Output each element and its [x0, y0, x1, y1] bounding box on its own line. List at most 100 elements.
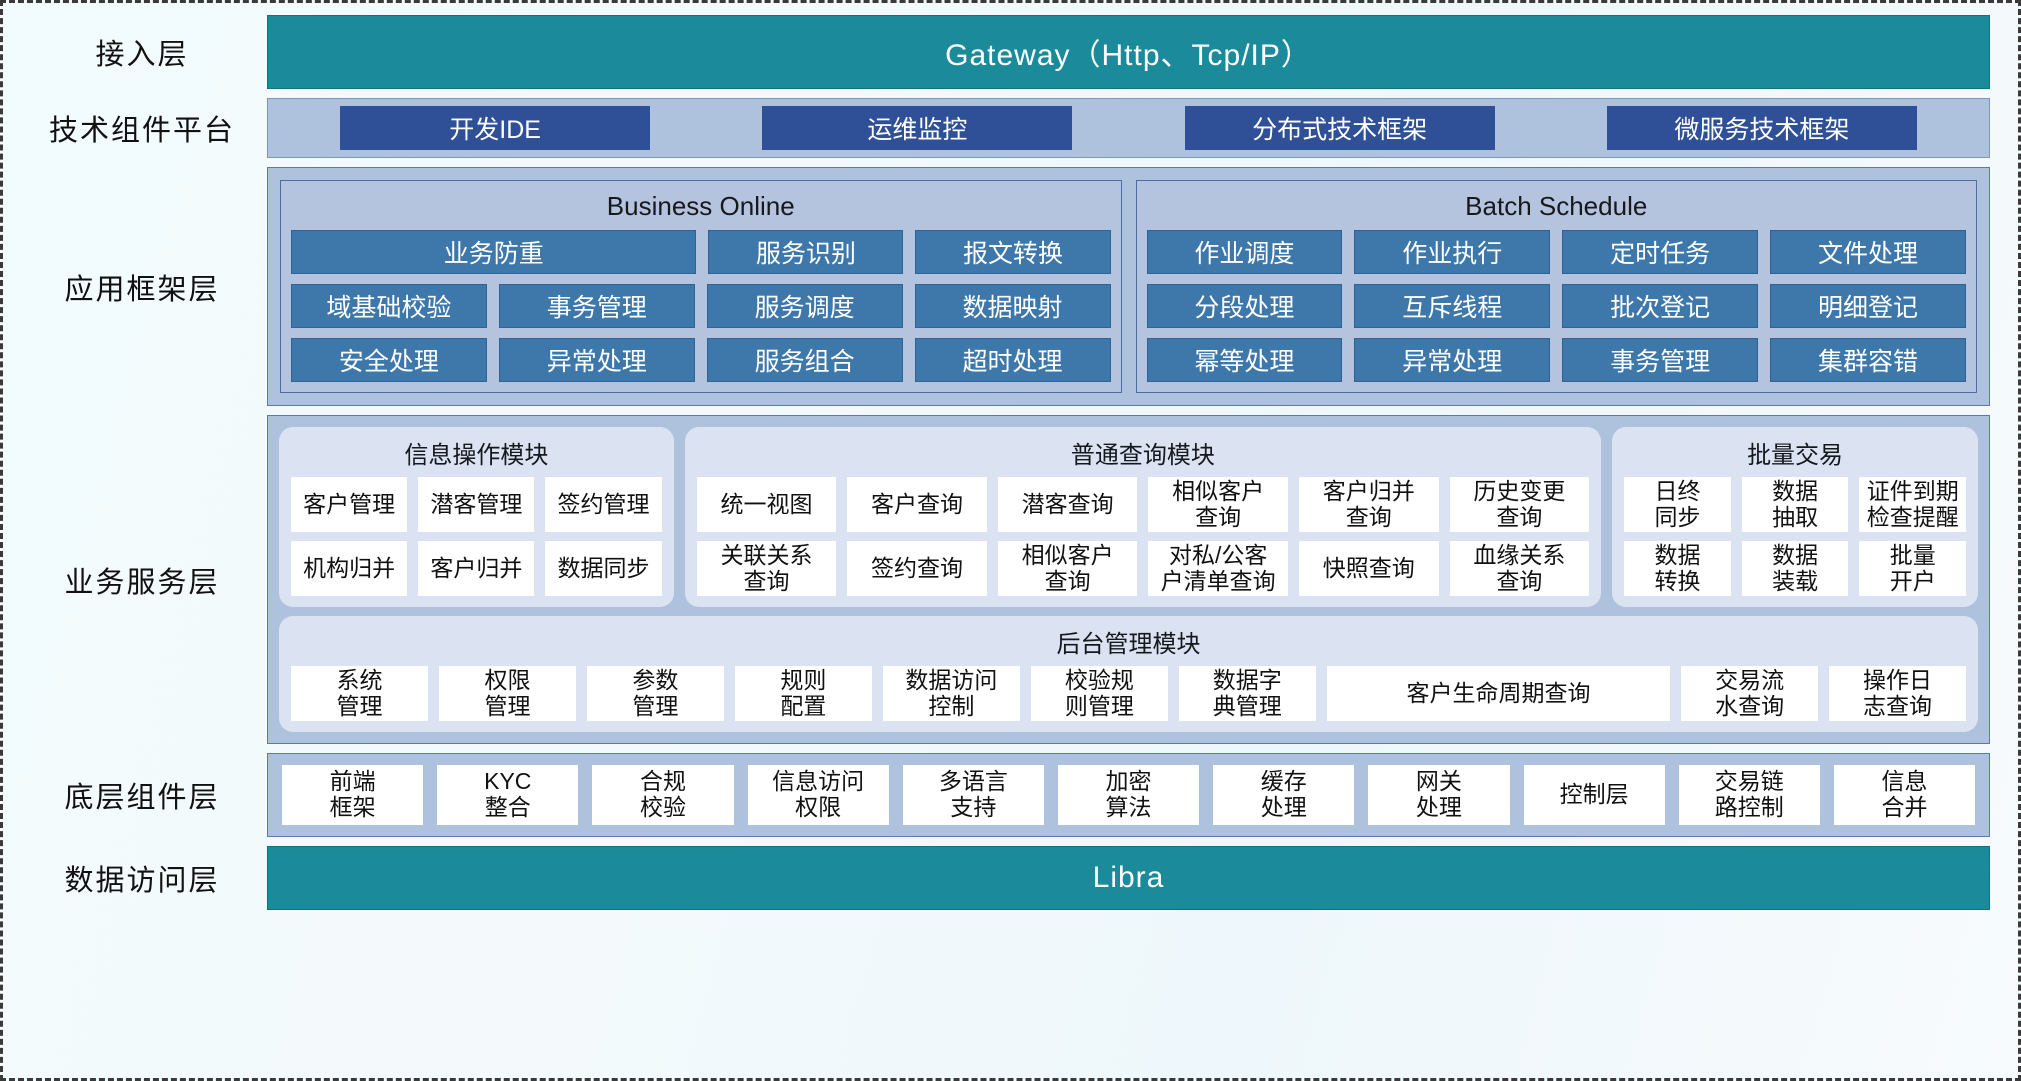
module-cell[interactable]: 关联关系查询 [696, 541, 837, 596]
framework-cell[interactable]: 幂等处理 [1146, 338, 1343, 382]
admin-cell[interactable]: 数据访问控制 [882, 666, 1020, 721]
module-cell[interactable]: 客户管理 [291, 477, 408, 532]
layer-label: 数据访问层 [64, 865, 220, 897]
bottom-component-cell[interactable]: 信息访问权限 [747, 765, 889, 825]
framework-cell[interactable]: 异常处理 [498, 338, 695, 382]
bottom-component-cell[interactable]: 控制层 [1523, 765, 1665, 825]
module-cell[interactable]: 数据同步 [545, 541, 662, 596]
bottom-component-cell[interactable]: 缓存处理 [1213, 765, 1355, 825]
framework-cell[interactable]: 业务防重 [291, 230, 697, 274]
framework-cell[interactable]: 域基础校验 [291, 284, 487, 328]
tech-item-3[interactable]: 分布式技术框架 [1184, 106, 1495, 150]
admin-cell[interactable]: 参数管理 [586, 666, 724, 721]
module-row: 系统管理权限管理参数管理规则配置数据访问控制校验规则管理数据字典管理客户生命周期… [291, 666, 1967, 721]
business-admin-row: 后台管理模块系统管理权限管理参数管理规则配置数据访问控制校验规则管理数据字典管理… [279, 616, 1978, 732]
framework-cell[interactable]: 报文转换 [915, 230, 1111, 274]
module-title: 后台管理模块 [1056, 631, 1201, 658]
bottom-component-cell[interactable]: 信息合并 [1833, 765, 1976, 825]
framework-cell[interactable]: 服务识别 [708, 230, 904, 274]
framework-row: 安全处理异常处理服务组合超时处理 [291, 338, 1111, 382]
layer-label: 应用框架层 [64, 273, 220, 306]
module-cell[interactable]: 相似客户查询 [1148, 477, 1288, 532]
module-row: 机构归并客户归并数据同步 [291, 541, 662, 596]
tech-item-1[interactable]: 开发IDE [340, 106, 651, 150]
module-cell[interactable]: 客户查询 [847, 477, 987, 532]
module-cell[interactable]: 证件到期检查提醒 [1859, 477, 1966, 532]
module-cell[interactable]: 数据抽取 [1741, 477, 1849, 532]
bottom-component-cell[interactable]: 合规校验 [592, 765, 734, 825]
bottom-component-cell[interactable]: 多语言支持 [902, 765, 1044, 825]
admin-cell[interactable]: 数据字典管理 [1178, 666, 1316, 721]
framework-cell[interactable]: 互斥线程 [1354, 284, 1551, 328]
module-cell[interactable]: 批量开户 [1859, 541, 1966, 596]
framework-cell[interactable]: 异常处理 [1354, 338, 1551, 382]
framework-cell[interactable]: 服务调度 [706, 284, 903, 328]
tech-item-4[interactable]: 微服务技术框架 [1606, 106, 1917, 150]
layer-bar-gateway: Gateway（Http、Tcp/IP） [267, 15, 1990, 89]
module-cell[interactable]: 快照查询 [1298, 541, 1439, 596]
framework-cell[interactable]: 批次登记 [1562, 284, 1759, 328]
admin-cell[interactable]: 规则配置 [734, 666, 872, 721]
module-cell[interactable]: 相似客户查询 [997, 541, 1138, 596]
module-cell[interactable]: 统一视图 [696, 477, 837, 532]
module-cell[interactable]: 客户归并 [418, 541, 535, 596]
framework-cell[interactable]: 事务管理 [1562, 338, 1759, 382]
admin-module: 后台管理模块系统管理权限管理参数管理规则配置数据访问控制校验规则管理数据字典管理… [279, 616, 1978, 732]
bottom-component-cell[interactable]: 交易链路控制 [1678, 765, 1820, 825]
framework-cell[interactable]: 文件处理 [1770, 230, 1966, 274]
module-cell[interactable]: 机构归并 [291, 541, 408, 596]
framework-cell[interactable]: 超时处理 [914, 338, 1111, 382]
module-cell[interactable]: 潜客管理 [418, 477, 535, 532]
framework-cell[interactable]: 定时任务 [1562, 230, 1759, 274]
admin-cell[interactable]: 客户生命周期查询 [1326, 666, 1671, 721]
module-cell[interactable]: 数据装载 [1741, 541, 1849, 596]
module-title: 批量交易 [1747, 442, 1844, 469]
framework-cell[interactable]: 明细登记 [1770, 284, 1966, 328]
layer-label: 业务服务层 [64, 566, 220, 599]
framework-cell[interactable]: 安全处理 [291, 338, 487, 382]
framework-cell[interactable]: 事务管理 [498, 284, 695, 328]
service-module-3: 批量交易日终同步数据抽取证件到期检查提醒数据转换数据装载批量开户 [1612, 427, 1978, 607]
layer-label: 底层组件层 [64, 782, 220, 814]
framework-cell[interactable]: 分段处理 [1146, 284, 1343, 328]
framework-row: 作业调度作业执行定时任务文件处理 [1146, 230, 1966, 274]
business-service-container: 信息操作模块客户管理潜客管理签约管理机构归并客户归并数据同步普通查询模块统一视图… [267, 415, 1990, 744]
module-row: 客户管理潜客管理签约管理 [291, 477, 662, 532]
module-cell[interactable]: 历史变更查询 [1449, 477, 1590, 532]
framework-row: 幂等处理异常处理事务管理集群容错 [1146, 338, 1966, 382]
framework-cell[interactable]: 作业执行 [1354, 230, 1551, 274]
module-cell[interactable]: 潜客查询 [997, 477, 1138, 532]
layer-label: 技术组件平台 [48, 115, 235, 147]
framework-cell[interactable]: 服务组合 [706, 338, 903, 382]
module-cell[interactable]: 签约管理 [545, 477, 662, 532]
module-cell[interactable]: 对私/公客户清单查询 [1148, 541, 1288, 596]
tech-item-2[interactable]: 运维监控 [762, 106, 1073, 150]
layer-row: 业务服务层信息操作模块客户管理潜客管理签约管理机构归并客户归并数据同步普通查询模… [17, 415, 1990, 744]
admin-cell[interactable]: 校验规则管理 [1030, 666, 1168, 721]
module-cell[interactable]: 数据转换 [1624, 541, 1731, 596]
admin-cell[interactable]: 系统管理 [291, 666, 428, 721]
admin-cell[interactable]: 权限管理 [438, 666, 576, 721]
framework-cell[interactable]: 作业调度 [1146, 230, 1343, 274]
admin-cell[interactable]: 交易流水查询 [1681, 666, 1819, 721]
layer-body: Libra [267, 846, 1990, 910]
admin-cell[interactable]: 操作日志查询 [1829, 666, 1967, 721]
module-cell[interactable]: 血缘关系查询 [1449, 541, 1590, 596]
bottom-component-cell[interactable]: 加密算法 [1057, 765, 1200, 825]
module-cell[interactable]: 签约查询 [847, 541, 987, 596]
framework-row: 分段处理互斥线程批次登记明细登记 [1146, 284, 1966, 328]
framework-cell[interactable]: 集群容错 [1770, 338, 1966, 382]
bottom-component-cell[interactable]: 前端框架 [282, 765, 424, 825]
module-cell[interactable]: 日终同步 [1624, 477, 1731, 532]
module-cell[interactable]: 客户归并查询 [1298, 477, 1439, 532]
bottom-component-cell[interactable]: 网关处理 [1368, 765, 1510, 825]
framework-cell[interactable]: 数据映射 [914, 284, 1111, 328]
